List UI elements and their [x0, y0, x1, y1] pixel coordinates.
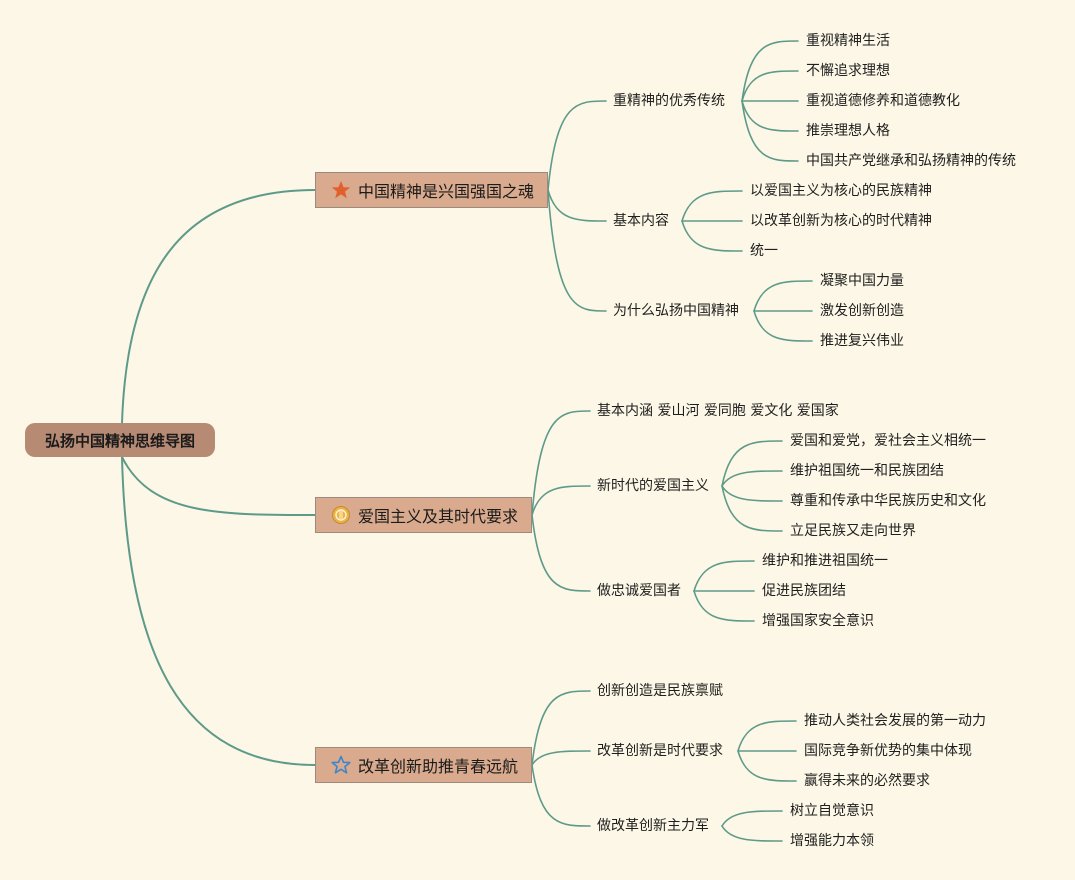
connector-line — [531, 750, 591, 766]
star-filled-icon — [330, 179, 352, 201]
connector-line — [531, 514, 591, 592]
topic-title: 中国精神是兴国强国之魂 — [358, 182, 535, 201]
medal-icon — [330, 504, 352, 526]
root-node[interactable]: 弘扬中国精神思维导图 — [25, 423, 215, 457]
subtopic-label[interactable]: 改革创新是时代要求 — [597, 743, 723, 759]
leaf-item[interactable]: 赢得未来的必然要求 — [804, 773, 930, 789]
leaf-item[interactable]: 维护和推进祖国统一 — [762, 553, 888, 569]
leaf-item[interactable]: 激发创新创造 — [820, 303, 904, 319]
connector-line — [741, 100, 799, 162]
subtopic-label[interactable]: 重精神的优秀传统 — [613, 93, 725, 109]
subtopic-label[interactable]: 基本内容 — [613, 213, 669, 229]
leaf-item[interactable]: 尊重和传承中华民族历史和文化 — [790, 493, 986, 509]
connector-line — [547, 189, 607, 222]
leaf-item[interactable]: 重视道德修养和道德教化 — [806, 93, 960, 109]
connector-line — [121, 189, 316, 424]
connector-line — [121, 456, 316, 766]
leaf-item[interactable]: 以改革创新为核心的时代精神 — [750, 213, 932, 229]
connector-line — [741, 100, 799, 132]
leaf-item[interactable]: 爱国和爱党，爱社会主义相统一 — [790, 433, 986, 449]
leaf-item[interactable]: 维护祖国统一和民族团结 — [790, 463, 944, 479]
leaf-item[interactable]: 统一 — [750, 243, 778, 259]
star-outline-icon — [330, 754, 352, 776]
leaf-item[interactable]: 以爱国主义为核心的民族精神 — [750, 183, 932, 199]
connector-line — [121, 456, 316, 516]
connector-line — [753, 280, 813, 312]
connector-line — [531, 485, 591, 516]
subtopic-label[interactable]: 做忠诚爱国者 — [597, 583, 681, 599]
subtopic-label[interactable]: 为什么弘扬中国精神 — [613, 303, 739, 319]
leaf-item[interactable]: 树立自觉意识 — [790, 803, 874, 819]
leaf-item[interactable]: 推崇理想人格 — [806, 123, 890, 139]
connector-line — [753, 310, 813, 342]
leaf-item[interactable]: 增强国家安全意识 — [762, 613, 874, 629]
subtopic-label[interactable]: 创新创造是民族禀赋 — [597, 683, 723, 699]
connector-line — [547, 100, 607, 191]
leaf-item[interactable]: 国际竞争新优势的集中体现 — [804, 743, 972, 759]
leaf-item[interactable]: 立足民族又走向世界 — [790, 523, 916, 539]
leaf-item[interactable]: 推进复兴伟业 — [820, 333, 904, 349]
connector-line — [721, 485, 783, 532]
topic-node-innovation[interactable]: 改革创新助推青春远航 — [315, 747, 532, 783]
leaf-item[interactable]: 重视精神生活 — [806, 33, 890, 49]
connector-line — [737, 750, 797, 782]
leaf-item[interactable]: 增强能力本领 — [790, 833, 874, 849]
connector-line — [547, 189, 607, 312]
topic-title: 爱国主义及其时代要求 — [358, 507, 519, 526]
leaf-item[interactable]: 推动人类社会发展的第一动力 — [804, 713, 986, 729]
connector-line — [721, 810, 783, 827]
connector-line — [721, 470, 783, 487]
connector-line — [741, 70, 799, 102]
connector-line — [531, 690, 591, 766]
connector-line — [741, 40, 799, 102]
connector-line — [721, 440, 783, 487]
connector-line — [681, 220, 743, 252]
leaf-item[interactable]: 中国共产党继承和弘扬精神的传统 — [806, 153, 1016, 169]
connector-line — [693, 560, 755, 592]
topic-node-patriotism[interactable]: 爱国主义及其时代要求 — [315, 497, 532, 533]
connector-line — [721, 825, 783, 842]
connector-line — [693, 590, 755, 622]
root-title: 弘扬中国精神思维导图 — [44, 431, 195, 450]
leaf-item[interactable]: 不懈追求理想 — [806, 63, 890, 79]
connector-line — [681, 190, 743, 222]
subtopic-label[interactable]: 做改革创新主力军 — [597, 818, 709, 834]
connector-line — [737, 720, 797, 752]
topic-node-spirit[interactable]: 中国精神是兴国强国之魂 — [315, 172, 548, 208]
connector-line — [531, 764, 591, 827]
leaf-item[interactable]: 促进民族团结 — [762, 583, 846, 599]
connector-line — [721, 485, 783, 502]
subtopic-label[interactable]: 新时代的爱国主义 — [597, 478, 709, 494]
topic-title: 改革创新助推青春远航 — [358, 757, 519, 776]
subtopic-label[interactable]: 基本内涵 爱山河 爱同胞 爱文化 爱国家 — [597, 403, 839, 419]
leaf-item[interactable]: 凝聚中国力量 — [820, 273, 904, 289]
connector-line — [531, 410, 591, 516]
